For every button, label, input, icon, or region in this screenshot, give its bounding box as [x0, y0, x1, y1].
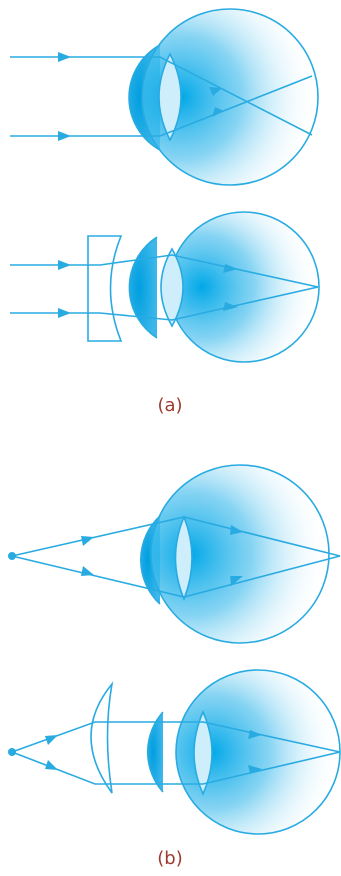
hypermetropia-eye-uncorrected [8, 464, 341, 644]
light-rays [11, 721, 341, 785]
myopia-eye-uncorrected [10, 8, 319, 186]
myopia-eye-corrected [10, 211, 320, 363]
eye-lens [160, 247, 184, 328]
panel-b-caption: (b) [157, 848, 182, 869]
light-rays [10, 254, 319, 321]
eye-lens [158, 52, 182, 142]
panel-a-caption: (a) [157, 395, 182, 416]
eye-ball [139, 464, 330, 644]
eye-ball [146, 669, 341, 835]
convex-lens [90, 681, 114, 794]
eye-ball [128, 8, 319, 186]
light-rays [10, 52, 313, 141]
light-rays [11, 516, 341, 598]
concave-lens [87, 235, 123, 342]
eye-lens [193, 710, 213, 796]
eye-lens [174, 514, 193, 602]
eye-ball [128, 211, 320, 363]
hypermetropia-eye-corrected [8, 669, 341, 835]
